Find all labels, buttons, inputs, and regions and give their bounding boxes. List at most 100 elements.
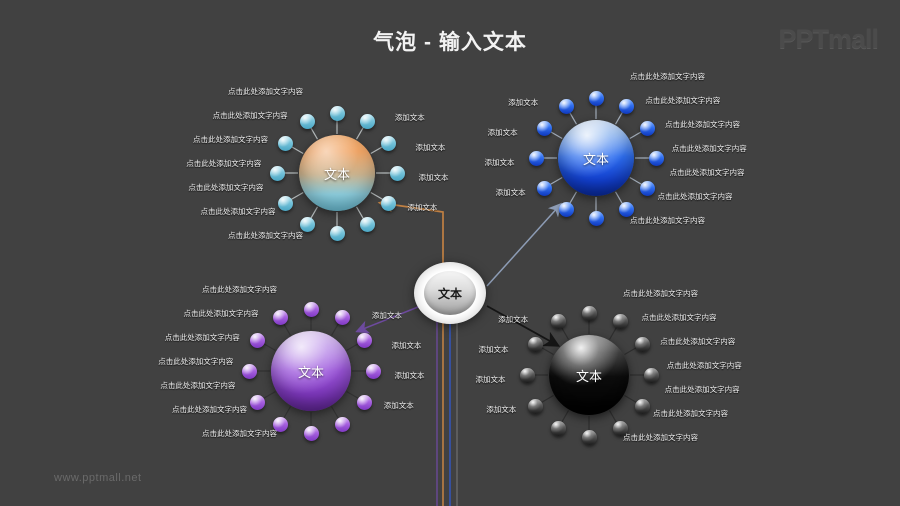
cluster-label-long: 点击此处添加文字内容 bbox=[212, 111, 288, 120]
purple-core-label: 文本 bbox=[297, 364, 324, 380]
connector-hub-to-orange bbox=[377, 197, 444, 268]
satellite-bubble[interactable] bbox=[365, 363, 381, 379]
satellite-bubble[interactable] bbox=[249, 394, 265, 410]
page-title: 气泡 - 输入文本 bbox=[373, 31, 527, 54]
cluster-label-short: 添加文本 bbox=[487, 128, 518, 137]
cluster-label-short: 添加文本 bbox=[498, 315, 529, 324]
cluster-label-long: 点击此处添加文字内容 bbox=[228, 87, 303, 96]
satellite-bubble[interactable] bbox=[359, 113, 375, 129]
satellite-bubble[interactable] bbox=[527, 336, 543, 352]
cluster-label-long: 点击此处添加文字内容 bbox=[158, 357, 234, 366]
satellite-bubble[interactable] bbox=[635, 398, 651, 414]
satellite-bubble[interactable] bbox=[381, 195, 397, 211]
satellite-bubble[interactable] bbox=[527, 398, 543, 414]
satellite-bubble[interactable] bbox=[359, 217, 375, 233]
cluster-label-long: 点击此处添加文字内容 bbox=[183, 309, 259, 318]
satellite-bubble[interactable] bbox=[588, 90, 604, 106]
satellite-bubble[interactable] bbox=[389, 165, 405, 181]
satellite-bubble[interactable] bbox=[558, 98, 574, 114]
cluster-label-long: 点击此处添加文字内容 bbox=[202, 285, 277, 294]
satellite-bubble[interactable] bbox=[640, 180, 656, 196]
satellite-bubble[interactable] bbox=[612, 313, 628, 329]
cluster-label-short: 添加文本 bbox=[391, 341, 422, 350]
cluster-label-long: 点击此处添加文字内容 bbox=[645, 96, 721, 105]
center-hub-inner: 文本 bbox=[424, 271, 476, 315]
satellite-bubble[interactable] bbox=[334, 417, 350, 433]
trunk-lines bbox=[436, 292, 458, 506]
satellite-bubble[interactable] bbox=[329, 225, 345, 241]
satellite-bubble[interactable] bbox=[536, 120, 552, 136]
cluster-label-long: 点击此处添加文字内容 bbox=[630, 216, 705, 225]
satellite-bubble[interactable] bbox=[643, 367, 659, 383]
connector-hub-to-purple bbox=[355, 306, 419, 334]
satellite-bubble[interactable] bbox=[303, 425, 319, 441]
cluster-label-short: 添加文本 bbox=[394, 371, 425, 380]
satellite-bubble[interactable] bbox=[588, 210, 604, 226]
satellite-bubble[interactable] bbox=[299, 113, 315, 129]
satellite-bubble[interactable] bbox=[536, 180, 552, 196]
black-core-label: 文本 bbox=[575, 368, 602, 384]
cluster-label-long: 点击此处添加文字内容 bbox=[623, 433, 698, 442]
satellite-bubble[interactable] bbox=[303, 301, 319, 317]
satellite-bubble[interactable] bbox=[550, 421, 566, 437]
cluster-label-short: 添加文本 bbox=[508, 98, 539, 107]
blue-core-bubble[interactable]: 文本 bbox=[558, 120, 634, 196]
satellite-bubble[interactable] bbox=[277, 135, 293, 151]
cluster-label-long: 点击此处添加文字内容 bbox=[630, 72, 705, 81]
cluster-label-long: 点击此处添加文字内容 bbox=[671, 144, 747, 153]
cluster-label-long: 点击此处添加文字内容 bbox=[186, 159, 262, 168]
satellite-bubble[interactable] bbox=[357, 332, 373, 348]
satellite-bubble[interactable] bbox=[329, 105, 345, 121]
satellite-bubble[interactable] bbox=[249, 332, 265, 348]
connector-hub-to-black bbox=[486, 305, 561, 347]
satellite-bubble[interactable] bbox=[357, 394, 373, 410]
cluster-label-short: 添加文本 bbox=[418, 173, 449, 182]
center-hub-bubble[interactable]: 文本 bbox=[414, 262, 486, 324]
orange-core-label: 文本 bbox=[323, 166, 350, 182]
satellite-bubble[interactable] bbox=[550, 313, 566, 329]
satellite-bubble[interactable] bbox=[618, 98, 634, 114]
satellite-bubble[interactable] bbox=[612, 421, 628, 437]
cluster-label-long: 点击此处添加文字内容 bbox=[669, 168, 745, 177]
cluster-label-long: 点击此处添加文字内容 bbox=[188, 183, 264, 192]
satellite-bubble[interactable] bbox=[299, 217, 315, 233]
satellite-bubble[interactable] bbox=[648, 150, 664, 166]
center-hub-label: 文本 bbox=[437, 286, 462, 301]
satellite-bubble[interactable] bbox=[277, 195, 293, 211]
cluster-label-short: 添加文本 bbox=[486, 405, 517, 414]
satellite-bubble[interactable] bbox=[272, 417, 288, 433]
cluster-label-long: 点击此处添加文字内容 bbox=[160, 381, 236, 390]
cluster-label-long: 点击此处添加文字内容 bbox=[202, 429, 277, 438]
cluster-label-long: 点击此处添加文字内容 bbox=[653, 409, 728, 418]
pptmall-logo: PPTmall bbox=[778, 24, 879, 54]
satellite-bubble[interactable] bbox=[334, 309, 350, 325]
cluster-label-long: 点击此处添加文字内容 bbox=[641, 313, 717, 322]
orange-core-bubble[interactable]: 文本 bbox=[299, 135, 375, 211]
cluster-label-long: 点击此处添加文字内容 bbox=[666, 361, 742, 370]
cluster-label-long: 点击此处添加文字内容 bbox=[664, 385, 740, 394]
satellite-bubble[interactable] bbox=[558, 202, 574, 218]
satellite-bubble[interactable] bbox=[618, 202, 634, 218]
satellite-bubble[interactable] bbox=[581, 429, 597, 445]
satellite-bubble[interactable] bbox=[635, 336, 651, 352]
satellite-bubble[interactable] bbox=[241, 363, 257, 379]
blue-core-label: 文本 bbox=[582, 151, 609, 167]
cluster-label-short: 添加文本 bbox=[371, 311, 402, 320]
satellite-bubble[interactable] bbox=[381, 135, 397, 151]
satellite-bubble[interactable] bbox=[528, 150, 544, 166]
cluster-label-long: 点击此处添加文字内容 bbox=[164, 333, 240, 342]
cluster-label-long: 点击此处添加文字内容 bbox=[665, 120, 741, 129]
satellite-bubble[interactable] bbox=[519, 367, 535, 383]
black-core-bubble[interactable]: 文本 bbox=[549, 335, 629, 415]
cluster-label-long: 点击此处添加文字内容 bbox=[192, 135, 268, 144]
cluster-label-short: 添加文本 bbox=[415, 143, 446, 152]
cluster-label-long: 点击此处添加文字内容 bbox=[657, 192, 733, 201]
satellite-bubble[interactable] bbox=[269, 165, 285, 181]
purple-core-bubble[interactable]: 文本 bbox=[271, 331, 351, 411]
satellite-bubble[interactable] bbox=[581, 305, 597, 321]
satellite-bubble[interactable] bbox=[640, 120, 656, 136]
satellite-bubble[interactable] bbox=[272, 309, 288, 325]
